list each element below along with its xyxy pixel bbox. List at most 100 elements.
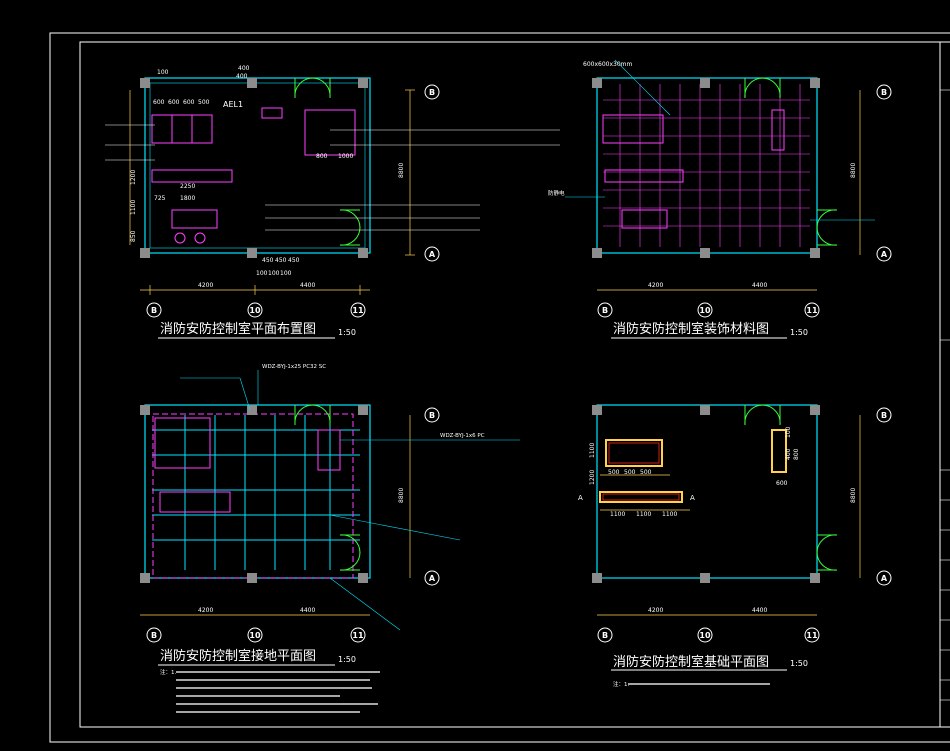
doors <box>294 77 361 246</box>
callout-leaders <box>180 370 520 631</box>
dim-bottom-right: 4400 <box>752 282 767 289</box>
doors <box>744 404 838 571</box>
dim-socket-2: 450 <box>275 257 287 264</box>
dim-console-3: 600 <box>183 99 195 106</box>
dim-strip-1: 1100 <box>610 511 625 518</box>
axis-bubble-a-right: A <box>429 574 436 583</box>
axis-bubbles <box>146 407 440 643</box>
callout-leaders <box>105 124 560 231</box>
grounding-ring <box>152 413 354 579</box>
dim-door-offset: 400 <box>236 73 248 80</box>
title-block-strip <box>940 89 950 701</box>
dim-desk-inner: 1800 <box>180 195 195 202</box>
dim-base-1: 500 <box>608 469 620 476</box>
dim-console-1: 600 <box>153 99 165 106</box>
room-wall-outline <box>596 77 818 254</box>
furniture <box>602 109 785 229</box>
axis-bubble-a-right: A <box>881 574 888 583</box>
side-material-note: 防静电 <box>548 189 565 197</box>
dim-right-base-1: 100 <box>785 426 792 438</box>
dim-left-base-2: 1200 <box>589 470 596 485</box>
dim-bottom-right: 4400 <box>300 282 315 289</box>
dim-base-3: 500 <box>640 469 652 476</box>
dim-right-total: 8800 <box>850 488 857 503</box>
equipment-bases <box>599 429 787 503</box>
axis-bubbles <box>597 84 892 318</box>
dim-left-3: 850 <box>130 230 137 242</box>
axis-bubble-11: 11 <box>352 306 364 315</box>
dim-socket-gap-1: 100 <box>256 270 268 277</box>
floor-tile-grid <box>603 84 810 247</box>
dim-cabinet-gap: 1000 <box>338 153 353 160</box>
section-mark-left: A <box>578 494 583 502</box>
dim-left-1: 1200 <box>130 170 137 185</box>
dim-bottom-right: 4400 <box>300 607 315 614</box>
axis-bubble-b-right: B <box>429 411 435 420</box>
dim-socket-gap-3: 100 <box>280 270 292 277</box>
dim-left-2: 1100 <box>130 200 137 215</box>
axis-bubble-11: 11 <box>352 631 364 640</box>
dim-strip-2: 1100 <box>636 511 651 518</box>
axis-bubble-11: 11 <box>806 631 818 640</box>
axis-bubble-b: B <box>151 306 157 315</box>
dim-top-2: 400 <box>238 65 250 72</box>
plan-title: 消防安防控制室平面布置图 <box>160 321 316 337</box>
dim-socket-gap-2: 100 <box>268 270 280 277</box>
dim-right-total: 8800 <box>398 488 405 503</box>
structural-columns <box>592 405 820 583</box>
grounding-grid <box>152 415 360 570</box>
axis-bubble-10: 10 <box>249 306 261 315</box>
plan-foundation: B 10 11 B A 4200 4400 8800 500 500 500 6… <box>578 404 892 688</box>
plan-layout: B 10 11 B A 4200 4400 8800 600 600 600 5… <box>105 65 560 339</box>
axis-bubble-b: B <box>151 631 157 640</box>
dim-console-4: 500 <box>198 99 210 106</box>
plan-title: 消防安防控制室接地平面图 <box>160 648 316 664</box>
dim-socket-1: 450 <box>262 257 274 264</box>
plan-scale: 1:50 <box>338 328 356 337</box>
structural-columns <box>140 78 368 258</box>
consoles <box>154 417 341 513</box>
plan-decoration: B 10 11 B A 4200 4400 8800 600x600x30mm … <box>548 59 892 339</box>
dimension-lines <box>129 89 415 295</box>
outer-sheet-border <box>49 32 950 743</box>
dim-right-base-3: 800 <box>793 448 800 460</box>
consoles-and-cabinets <box>151 107 356 244</box>
dim-right-total: 8800 <box>398 163 405 178</box>
dim-desk-length: 2250 <box>180 183 195 190</box>
dim-right-base-2: 400 <box>785 448 792 460</box>
equipment-bases-inner <box>602 442 680 501</box>
dim-top-1: 100 <box>157 69 169 76</box>
dim-base-2: 500 <box>624 469 636 476</box>
dim-bottom-left: 4200 <box>198 282 213 289</box>
axis-bubble-10: 10 <box>699 306 711 315</box>
axis-bubble-a-right: A <box>881 250 888 259</box>
axis-bubble-b-right: B <box>881 411 887 420</box>
inner-drawing-frame <box>79 41 950 728</box>
plan-grounding: B 10 11 B A 4200 4400 8800 WDZ-BYJ-1x25 … <box>140 364 520 713</box>
axis-bubble-b: B <box>602 631 608 640</box>
structural-columns <box>592 78 820 258</box>
dim-base-right: 600 <box>776 480 788 487</box>
doors <box>744 77 838 246</box>
notes-text-lines <box>176 671 380 713</box>
section-mark-right: A <box>690 494 695 502</box>
dim-desk-offset: 725 <box>154 195 166 202</box>
cable-callout-1: WDZ-BYJ-1x25 PC32 SC <box>262 364 326 370</box>
dim-right-total: 8800 <box>850 163 857 178</box>
dim-console-2: 600 <box>168 99 180 106</box>
axis-bubbles <box>597 407 892 643</box>
dimension-lines <box>140 415 411 616</box>
plan-scale: 1:50 <box>338 655 356 664</box>
dim-socket-3: 450 <box>288 257 300 264</box>
axis-bubble-b-right: B <box>429 88 435 97</box>
dim-left-base-1: 1100 <box>589 443 596 458</box>
callout-ael: AEL1 <box>223 100 243 109</box>
dim-bottom-left: 4200 <box>198 607 213 614</box>
room-inner-wall <box>149 82 366 249</box>
axis-bubble-10: 10 <box>699 631 711 640</box>
axis-bubble-11: 11 <box>806 306 818 315</box>
room-wall-outline <box>144 77 371 254</box>
tile-spec-note: 600x600x30mm <box>583 61 632 68</box>
structural-columns <box>140 405 368 583</box>
